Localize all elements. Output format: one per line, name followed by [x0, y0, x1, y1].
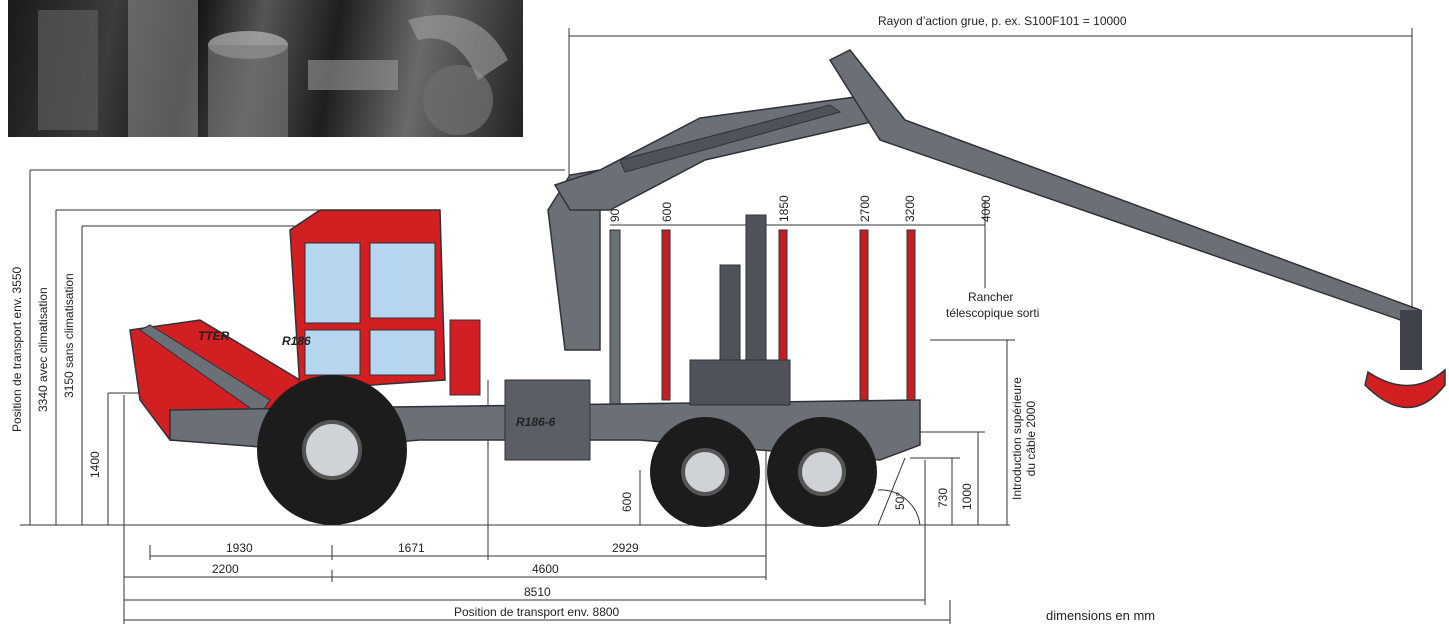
cable-introduction-label: Introduction supérieure du câble 2000	[1010, 377, 1038, 500]
crane	[547, 49, 1446, 409]
height-without-ac-label: 3150 sans climatisation	[62, 273, 76, 398]
front-hub	[302, 420, 362, 480]
length-2200-label: 2200	[212, 562, 239, 576]
angle-line	[877, 457, 906, 526]
height-1400-label: 1400	[88, 451, 102, 478]
length-8510-label: 8510	[524, 585, 551, 599]
cab-window-front	[304, 242, 361, 324]
height-with-ac-label: 3340 avec climatisation	[36, 287, 50, 412]
cab-window-side	[369, 242, 436, 319]
stake-4000-label: 4000	[979, 195, 993, 222]
log-grille-post-2	[719, 264, 741, 376]
stake-2700-label: 2700	[858, 195, 872, 222]
height-1000-label: 1000	[960, 483, 974, 510]
stake-600-label: 600	[660, 201, 674, 222]
cab-window-door	[369, 329, 436, 376]
angle-arc	[877, 489, 921, 526]
cab-brand: TTER	[198, 329, 230, 343]
wheels	[257, 375, 877, 527]
stake-3200-label: 3200	[903, 195, 917, 222]
front-blade	[139, 324, 271, 416]
length-transport-label: Position de transport env. 8800	[454, 605, 620, 619]
crane-cylinder	[619, 104, 842, 173]
rear-bunk	[689, 359, 791, 406]
hydraulic-tank	[449, 319, 481, 396]
rear-hub-2	[798, 448, 846, 496]
units-note: dimensions en mm	[1046, 608, 1156, 623]
rancher-label-2: télescopique sorti	[946, 306, 1040, 320]
dimension-lines	[20, 28, 1413, 624]
cab-window-low	[304, 329, 361, 376]
height-600-label: 600	[620, 491, 634, 512]
rancher-label-1: Rancher	[968, 290, 1014, 304]
height-transport-label: Position de transport env. 3550	[10, 266, 24, 432]
crane-outer-boom	[828, 49, 1421, 326]
cab-badge: R186	[282, 334, 311, 348]
photo-shapes	[38, 0, 508, 137]
length-1930-label: 1930	[226, 541, 253, 555]
rear-hub-1	[681, 448, 729, 496]
rotator	[1400, 310, 1422, 370]
stake-1850-label: 1850	[777, 195, 791, 222]
load-stakes	[609, 214, 916, 411]
length-1671-label: 1671	[398, 541, 425, 555]
height-730-label: 730	[936, 487, 950, 508]
length-2929-label: 2929	[612, 541, 639, 555]
articulation-block	[504, 379, 591, 461]
grapple	[1364, 368, 1446, 409]
stake-3	[859, 229, 869, 401]
frame-badge: R186-6	[516, 415, 556, 429]
stake-1	[661, 229, 671, 401]
stake-90-label: 90	[608, 208, 622, 222]
length-4600-label: 4600	[532, 562, 559, 576]
crane-reach-label: Rayon d’action grue, p. ex. S100F101 = 1…	[878, 14, 1127, 28]
steel-parts-photo	[8, 0, 523, 137]
angle-label: 50°	[893, 491, 907, 510]
front-bunk-post	[609, 229, 621, 411]
stake-4	[906, 229, 916, 401]
